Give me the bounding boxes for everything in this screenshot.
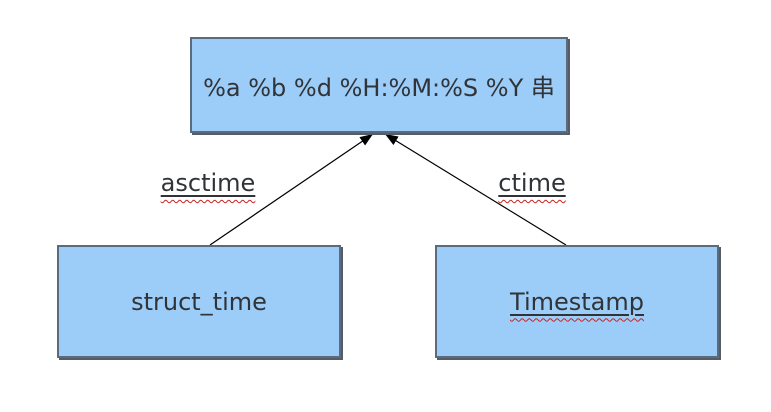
edge-label-ctime-text: ctime — [498, 169, 566, 197]
edge-asctime-arrow — [209, 133, 374, 246]
edge-label-asctime-text: asctime — [160, 169, 256, 197]
edge-label-ctime-squiggle: ctime — [498, 169, 565, 197]
node-struct-time[interactable]: struct_time — [57, 245, 341, 358]
edge-label-asctime: asctime — [161, 169, 256, 197]
edge-label-ctime: ctime — [498, 169, 565, 197]
node-format-string[interactable]: %a %b %d %H:%M:%S %Y 串 — [190, 37, 568, 133]
edge-label-asctime-squiggle: asctime — [161, 169, 256, 197]
edge-ctime-arrow — [384, 133, 567, 246]
node-timestamp[interactable]: Timestamp — [435, 245, 719, 358]
node-struct-time-label: struct_time — [131, 287, 267, 316]
node-timestamp-label-squiggle: Timestamp — [510, 288, 644, 316]
node-timestamp-label: Timestamp — [510, 287, 644, 316]
node-format-string-label: %a %b %d %H:%M:%S %Y 串 — [203, 73, 555, 102]
